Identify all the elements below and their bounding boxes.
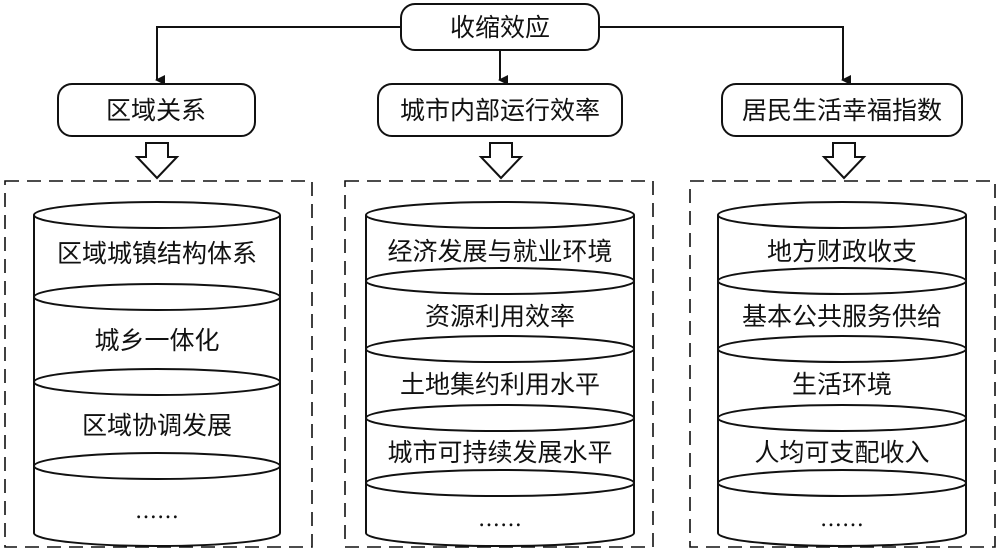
category-node-regional: 区域关系 — [57, 83, 256, 137]
cylinder-ellipsis: …… — [478, 507, 522, 532]
cylinder-item: 区域协调发展 — [82, 411, 232, 440]
cylinder-regional: 区域城镇结构体系 城乡一体化 区域协调发展 …… — [32, 201, 282, 547]
cylinder-ellipsis: …… — [135, 499, 179, 524]
layer-divider — [716, 335, 968, 363]
cylinder-urban-efficiency: 经济发展与就业环境 资源利用效率 土地集约利用水平 城市可持续发展水平 …… — [364, 201, 636, 547]
hollow-arrow-icon — [134, 142, 180, 180]
cylinder-item: 基本公共服务供给 — [742, 302, 942, 331]
category-label: 居民生活幸福指数 — [742, 96, 942, 125]
cylinder-item: 土地集约利用水平 — [400, 370, 600, 399]
layer-divider — [716, 404, 968, 432]
connector-right — [599, 26, 851, 85]
hollow-arrow-icon — [478, 142, 524, 180]
layer-divider — [364, 404, 636, 432]
layer-divider — [32, 283, 282, 311]
layer-divider — [364, 267, 636, 295]
root-connectors — [155, 26, 851, 85]
category-node-resident-happiness: 居民生活幸福指数 — [721, 83, 963, 137]
category-label: 城市内部运行效率 — [400, 96, 600, 125]
layer-divider — [364, 335, 636, 363]
cylinder-item: 区域城镇结构体系 — [57, 239, 257, 268]
cylinder-ellipsis: …… — [820, 507, 864, 532]
category-node-urban-efficiency: 城市内部运行效率 — [377, 83, 623, 137]
root-label: 收缩效应 — [450, 13, 550, 42]
category-label: 区域关系 — [106, 96, 206, 125]
dashed-frame-right — [689, 180, 996, 548]
layer-divider — [716, 469, 968, 497]
cylinder-item: 生活环境 — [792, 370, 892, 399]
root-node: 收缩效应 — [400, 3, 600, 51]
hollow-arrow-icon — [821, 142, 867, 180]
dashed-frame-middle — [344, 180, 654, 548]
cylinder-item: 人均可支配收入 — [754, 438, 929, 467]
cylinder-item: 城乡一体化 — [94, 326, 219, 355]
cylinder-resident-happiness: 地方财政收支 基本公共服务供给 生活环境 人均可支配收入 …… — [716, 201, 968, 547]
cylinder-item: 城市可持续发展水平 — [387, 438, 612, 467]
layer-divider — [32, 368, 282, 396]
cylinder-item: 地方财政收支 — [767, 237, 917, 266]
layer-divider — [716, 267, 968, 295]
layer-divider — [32, 452, 282, 480]
cylinder-item: 经济发展与就业环境 — [387, 237, 612, 266]
cylinder-item: 资源利用效率 — [425, 302, 575, 331]
layer-divider — [364, 469, 636, 497]
connector-left — [155, 26, 401, 85]
dashed-frame-left — [4, 180, 313, 548]
